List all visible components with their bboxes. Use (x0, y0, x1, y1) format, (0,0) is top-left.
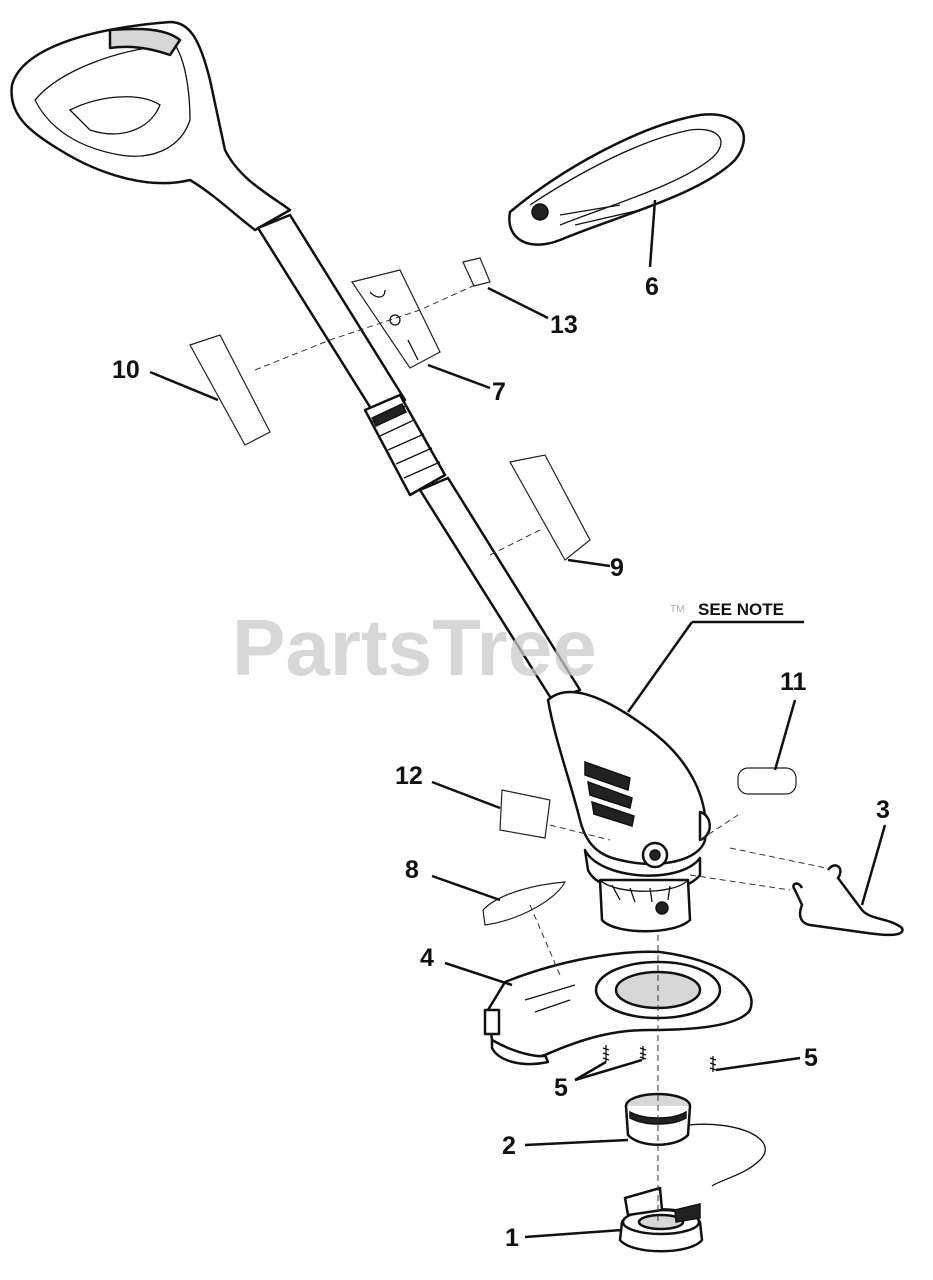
callout-12: 12 (395, 762, 423, 790)
callout-3: 3 (876, 796, 890, 824)
callout-2: 2 (502, 1132, 516, 1160)
callout-1: 1 (505, 1224, 519, 1252)
data-plate-part-7[interactable] (351, 269, 441, 369)
watermark: PartsTree TM (232, 603, 684, 692)
watermark-text: PartsTree (232, 603, 597, 692)
callout-5-left: 5 (554, 1074, 568, 1102)
label-part-8[interactable] (482, 881, 567, 926)
guard-part-4[interactable] (483, 950, 753, 1066)
label-part-9[interactable] (509, 454, 591, 561)
screws-part-5[interactable] (602, 1045, 717, 1072)
upper-shaft (256, 213, 407, 417)
callout-11: 11 (780, 668, 807, 696)
callout-5-right: 5 (804, 1044, 818, 1072)
callout-4: 4 (420, 944, 434, 972)
auxiliary-handle-part-6[interactable] (508, 113, 746, 246)
assembly-lines (254, 284, 827, 1225)
callout-7: 7 (492, 378, 506, 406)
spool-part-2[interactable] (624, 1092, 766, 1187)
leader-lines (149, 199, 887, 1239)
callout-6: 6 (645, 273, 659, 301)
see-note-callout: SEE NOTE (626, 600, 804, 713)
see-note-text: SEE NOTE (698, 600, 784, 619)
callout-10: 10 (112, 356, 140, 384)
shaft-coupler (363, 393, 447, 497)
lower-shaft (418, 476, 582, 702)
callout-8: 8 (405, 856, 419, 884)
watermark-tm: TM (670, 604, 684, 615)
spool-hub (598, 878, 692, 933)
spool-cap-part-1[interactable] (618, 1186, 704, 1253)
callout-13: 13 (550, 311, 578, 339)
motor-housing (546, 690, 711, 894)
callout-numbers: 6 13 7 10 9 11 12 3 8 4 5 5 2 1 (112, 273, 890, 1252)
label-part-13[interactable] (462, 257, 491, 287)
callout-9: 9 (610, 554, 624, 582)
label-part-12[interactable] (499, 789, 551, 839)
edge-guide-part-3[interactable] (792, 864, 904, 937)
main-handle (10, 20, 292, 232)
label-part-11[interactable] (737, 767, 797, 795)
label-part-10[interactable] (189, 334, 271, 446)
